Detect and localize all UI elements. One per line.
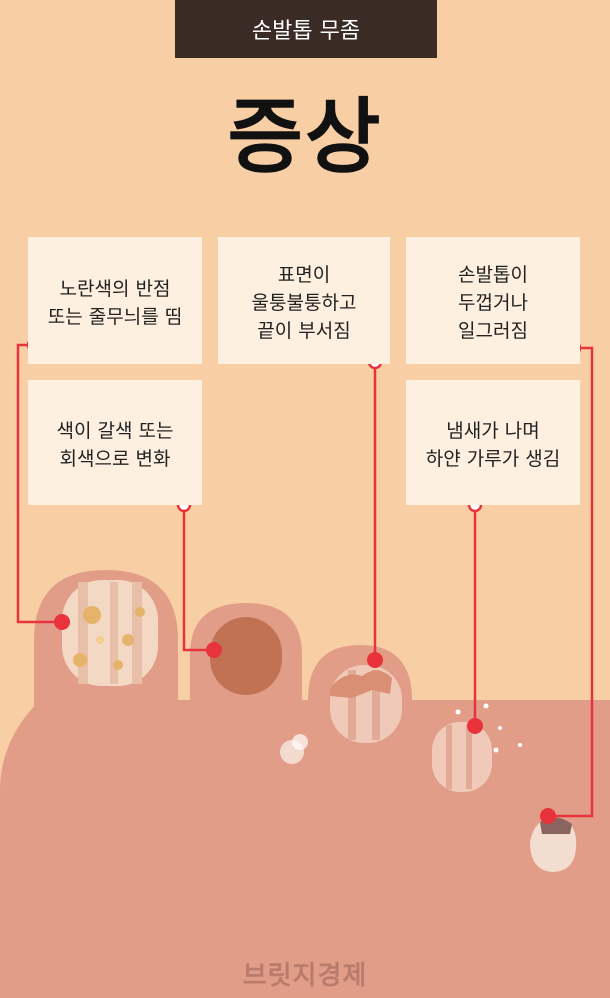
brand-logo: 브릿지경제 [242,961,368,991]
symptom-card-color-change: 색이 갈색 또는 회색으로 변화 [28,380,202,505]
symptom-line: 하얀 가루가 생김 [425,447,561,470]
symptom-line: 냄새가 나며 [446,419,540,442]
symptom-line: 색이 갈색 또는 [56,419,174,442]
symptom-line: 회색으로 변화 [59,447,171,470]
callout-lines [16,343,594,818]
symptom-line: 울퉁불퉁하고 [251,291,357,314]
fourth-toenail [432,722,492,792]
header-tag: 손발톱 무좀 [175,0,437,58]
symptom-line: 손발톱이 [458,263,528,286]
symptom-line: 노란색의 반점 [59,277,171,300]
symptom-line: 끝이 부서짐 [257,319,351,342]
callout-targets [54,614,556,824]
symptom-card-odor-powder: 냄새가 나며 하얀 가루가 생김 [406,380,580,505]
second-toe [190,603,302,998]
symptom-line: 일그러짐 [458,319,528,342]
symptom-line: 표면이 [277,263,331,286]
symptom-line: 두껍거나 [458,291,528,314]
symptom-card-rough-surface: 표면이 울퉁불퉁하고 끝이 부서짐 [218,237,390,364]
symptom-card-yellow-spots: 노란색의 반점 또는 줄무늬를 띰 [28,237,202,364]
symptom-line: 또는 줄무늬를 띰 [47,305,183,328]
page-title: 증상 [227,90,383,185]
second-toenail [210,617,282,695]
symptom-card-thick-nail: 손발톱이 두껍거나 일그러짐 [406,237,580,364]
